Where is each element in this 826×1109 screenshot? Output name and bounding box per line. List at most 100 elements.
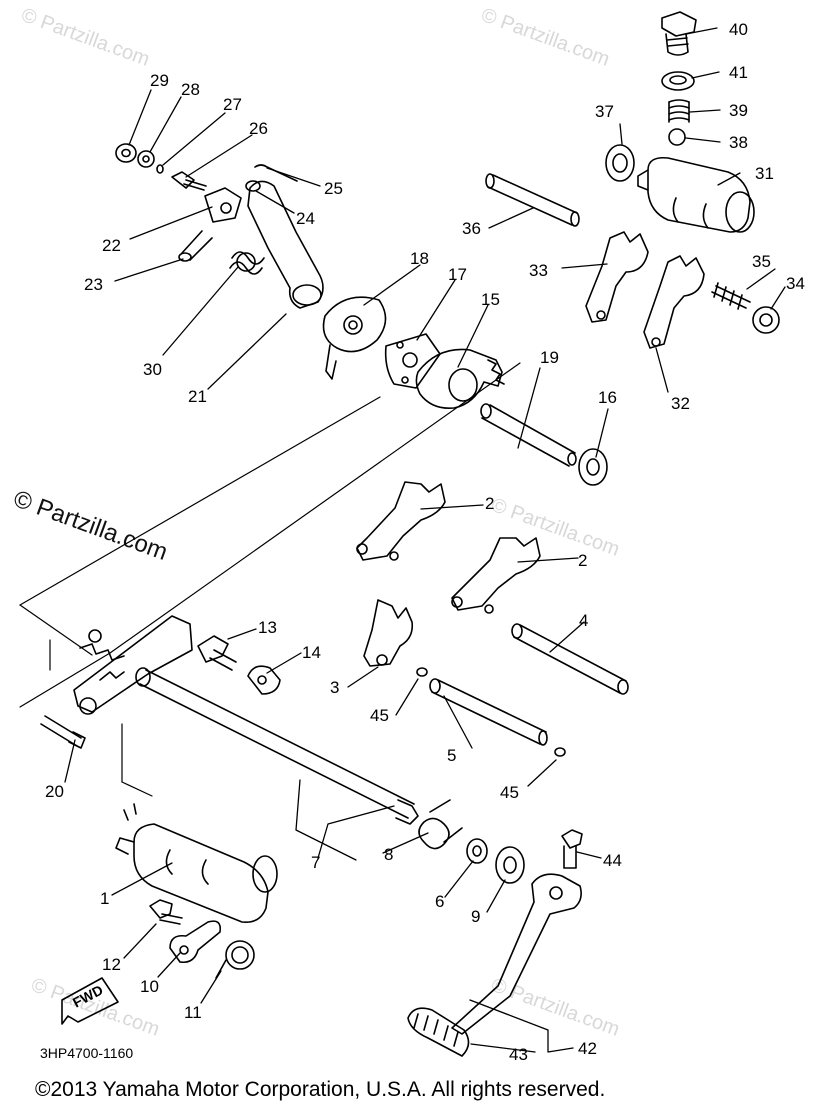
callout-8: 8 — [384, 845, 393, 864]
stopper-plate-18-part — [322, 296, 387, 380]
callout-30: 30 — [143, 360, 162, 379]
shift-lever-assembly — [73, 615, 193, 715]
callout-24: 24 — [296, 209, 315, 228]
callout-3: 3 — [330, 678, 339, 697]
watermarks: © Partzilla.com © Partzilla.com © Partzi… — [10, 4, 623, 1041]
callout-16: 16 — [598, 388, 617, 407]
seal-16-part — [578, 448, 608, 486]
callout-2a: 2 — [485, 494, 494, 513]
spring-39-part — [668, 99, 690, 123]
callout-13: 13 — [258, 618, 277, 637]
callout-34: 34 — [786, 274, 805, 293]
spring-35-part — [711, 282, 751, 310]
callout-33: 33 — [529, 261, 548, 280]
bearing-37-part — [605, 144, 635, 182]
spring-30-part — [229, 251, 265, 275]
shift-drum-31-part — [637, 156, 755, 233]
lever-10-part — [169, 920, 222, 964]
rubber-43-part — [407, 1007, 470, 1057]
callout-22: 22 — [102, 236, 121, 255]
seal-9-part — [495, 846, 525, 884]
shift-drum-1-part — [115, 803, 278, 924]
callout-7: 7 — [311, 853, 320, 872]
pin-23-part — [178, 230, 213, 262]
callout-37: 37 — [595, 102, 614, 121]
callout-29: 29 — [150, 71, 169, 90]
bolt-13-part — [197, 635, 237, 671]
callout-44: 44 — [603, 851, 622, 870]
callout-6: 6 — [435, 892, 444, 911]
fork-2b-part — [451, 537, 541, 614]
guide-bar-36-part — [485, 173, 580, 227]
fork-3-part — [363, 599, 414, 667]
diagram-code: 3HP4700-1160 — [40, 1045, 133, 1061]
fork-33-part — [585, 231, 649, 323]
watermark-text: © Partzilla.com — [478, 4, 612, 71]
washer-6-part — [466, 838, 488, 864]
callout-39: 39 — [729, 101, 748, 120]
main-watermark: © Partzilla.com — [10, 485, 171, 566]
callout-17: 17 — [448, 265, 467, 284]
plate-14-part — [247, 665, 281, 695]
ring-27-part — [156, 164, 164, 174]
callout-20: 20 — [45, 782, 64, 801]
spring-8-part — [418, 799, 463, 850]
callout-41: 41 — [729, 63, 748, 82]
callout-19: 19 — [540, 348, 559, 367]
callout-35: 35 — [752, 252, 771, 271]
callout-31: 31 — [755, 164, 774, 183]
leader-lines — [64, 27, 786, 1053]
plate-17-part — [384, 333, 441, 389]
shaft-19-part — [480, 403, 577, 467]
gear-segment-15-part — [415, 348, 505, 410]
bolt-26-part — [171, 171, 207, 191]
callout-36: 36 — [462, 219, 481, 238]
guide-bar-4-part — [511, 623, 629, 695]
callout-9: 9 — [471, 907, 480, 926]
watermark-text: © Partzilla.com — [18, 4, 152, 71]
fork-2a-part — [356, 481, 446, 561]
callout-26: 26 — [249, 119, 268, 138]
plug-34-part — [752, 306, 780, 334]
callout-10: 10 — [140, 977, 159, 996]
callout-42: 42 — [578, 1039, 597, 1058]
callout-43: 43 — [509, 1045, 528, 1064]
callout-45b: 45 — [500, 783, 519, 802]
fwd-arrow-icon — [61, 977, 119, 1025]
callout-27: 27 — [223, 95, 242, 114]
gasket-41-part — [661, 71, 695, 91]
fork-32-part — [643, 255, 705, 349]
callout-18: 18 — [410, 249, 429, 268]
callout-21: 21 — [188, 387, 207, 406]
shift-arm-21-part — [247, 180, 324, 309]
guide-bar-5-part — [429, 678, 548, 746]
callout-32: 32 — [671, 394, 690, 413]
copyright-text: ©2013 Yamaha Motor Corporation, U.S.A. A… — [35, 1078, 605, 1101]
callout-4: 4 — [579, 611, 588, 630]
nut-29-part — [115, 143, 137, 163]
joint-22-part — [204, 187, 242, 223]
callout-15: 15 — [481, 290, 500, 309]
circlip-45-part — [416, 667, 566, 757]
callout-38: 38 — [729, 133, 748, 152]
assembly-boundary — [19, 362, 521, 797]
callout-25: 25 — [324, 179, 343, 198]
callout-40: 40 — [729, 20, 748, 39]
bolt-12-part — [149, 899, 183, 925]
callout-14: 14 — [302, 643, 321, 662]
callout-5: 5 — [447, 746, 456, 765]
shift-shaft-7-part — [135, 667, 419, 825]
bolt-44-part — [561, 829, 583, 869]
watermark-text: © Partzilla.com — [488, 974, 622, 1041]
ball-38-part — [668, 128, 686, 146]
callout-12: 12 — [102, 955, 121, 974]
callout-1: 1 — [100, 889, 109, 908]
callout-45a: 45 — [370, 706, 389, 725]
callout-28: 28 — [181, 80, 200, 99]
cotter-pin-25-part — [254, 164, 298, 182]
washer-24-part — [245, 180, 261, 192]
spring-11-part — [215, 940, 255, 979]
callout-labels: 1 2 2 3 4 5 6 7 8 9 10 11 12 13 14 15 16… — [45, 20, 805, 1064]
callout-11: 11 — [184, 1003, 202, 1022]
